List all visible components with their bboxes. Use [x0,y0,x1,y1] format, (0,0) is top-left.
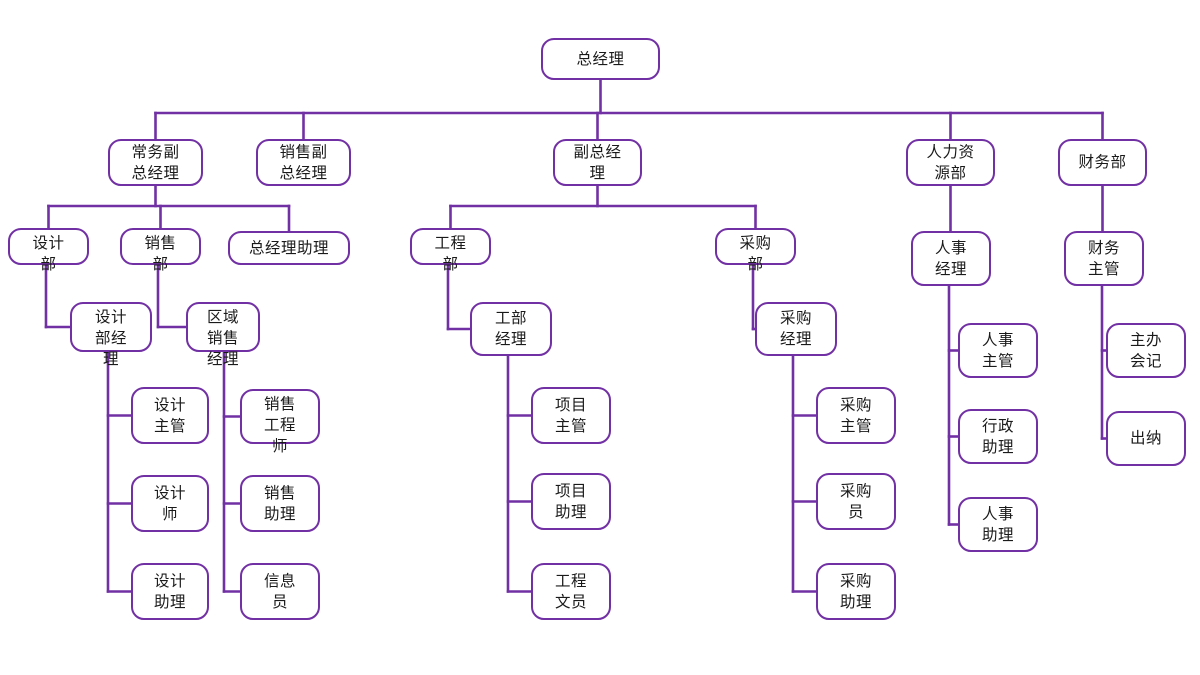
org-node-hr_sup[interactable]: 人事 主管 [958,323,1038,378]
org-node-label: 人事 主管 [981,330,1014,370]
org-node-label: 采购 经理 [779,309,812,348]
org-node-info_clerk[interactable]: 信息 员 [240,563,320,620]
org-node-sales_dept[interactable]: 销售 部 [120,228,201,273]
org-node-label: 信息 员 [263,571,296,611]
org-node-fin_dept[interactable]: 财务部 [1058,139,1147,186]
org-node-design_dept[interactable]: 设计 部 [8,228,89,273]
org-node-proc_clerk[interactable]: 采购 员 [816,473,896,530]
org-node-label: 项目 主管 [554,395,587,435]
org-node-admin_asst[interactable]: 行政 助理 [958,409,1038,464]
org-node-design_sup[interactable]: 设计 主管 [131,387,209,444]
org-node-label: 人事 经理 [934,238,967,278]
org-node-label: 采购 主管 [839,395,872,435]
org-node-label: 销售副 总经理 [279,142,328,182]
org-node-exec_vgm[interactable]: 常务副 总经理 [108,139,203,186]
org-node-label: 项目 助理 [554,481,587,521]
org-node-label: 工程 部 [434,234,467,273]
org-node-label: 工部 经理 [494,309,527,348]
org-node-label: 设计 部经 理 [94,308,127,368]
org-node-cashier[interactable]: 出纳 [1106,411,1186,466]
org-node-proc_dept[interactable]: 采购 部 [715,228,796,273]
org-node-label: 财务 主管 [1087,238,1120,278]
org-node-label: 采购 部 [739,234,772,273]
org-node-label: 副总经 理 [573,142,622,182]
org-node-label: 工程 文员 [554,571,587,611]
org-node-label: 设计 师 [153,483,186,523]
org-node-label: 销售 部 [144,234,177,273]
org-node-designer[interactable]: 设计 师 [131,475,209,532]
org-node-label: 人力资 源部 [926,142,975,182]
org-node-proc_mgr[interactable]: 采购 经理 [755,302,837,356]
org-node-label: 设计 部 [32,234,65,273]
org-node-label: 人事 助理 [981,504,1014,544]
org-node-sales_vgm[interactable]: 销售副 总经理 [256,139,351,186]
org-node-label: 采购 助理 [839,571,872,611]
org-node-eng_clerk[interactable]: 工程 文员 [531,563,611,620]
org-node-label: 主办 会记 [1129,330,1162,370]
org-node-label: 总经理助理 [248,238,329,257]
org-node-sales_eng[interactable]: 销售 工程 师 [240,389,320,455]
org-node-proj_asst[interactable]: 项目 助理 [531,473,611,530]
org-node-label: 区域 销售 经理 [206,308,239,368]
org-node-label: 设计 助理 [153,571,186,611]
org-node-design_asst[interactable]: 设计 助理 [131,563,209,620]
org-node-label: 总经理 [576,49,625,68]
org-node-proc_asst[interactable]: 采购 助理 [816,563,896,620]
org-node-label: 设计 主管 [153,395,186,435]
org-node-hr_asst[interactable]: 人事 助理 [958,497,1038,552]
org-node-eng_dept[interactable]: 工程 部 [410,228,491,273]
org-node-hr_dept[interactable]: 人力资 源部 [906,139,995,186]
org-node-proj_sup[interactable]: 项目 主管 [531,387,611,444]
org-node-region_sales_mgr[interactable]: 区域 销售 经理 [186,302,260,368]
org-node-eng_mgr[interactable]: 工部 经理 [470,302,552,356]
org-node-gm_assistant[interactable]: 总经理助理 [228,231,350,265]
org-node-label: 行政 助理 [981,416,1014,456]
org-node-design_mgr[interactable]: 设计 部经 理 [70,302,152,368]
org-node-sales_asst[interactable]: 销售 助理 [240,475,320,532]
org-node-label: 销售 助理 [263,483,296,523]
org-node-label: 财务部 [1078,153,1127,172]
org-node-gm[interactable]: 总经理 [541,38,660,80]
org-node-hr_mgr[interactable]: 人事 经理 [911,231,991,286]
org-node-label: 常务副 总经理 [131,142,180,182]
org-node-label: 销售 工程 师 [263,395,296,455]
org-node-label: 采购 员 [839,481,872,521]
org-node-fin_sup[interactable]: 财务 主管 [1064,231,1144,286]
org-node-proc_sup[interactable]: 采购 主管 [816,387,896,444]
org-node-vgm[interactable]: 副总经 理 [553,139,642,186]
org-node-chief_acct[interactable]: 主办 会记 [1106,323,1186,378]
org-node-label: 出纳 [1129,429,1162,448]
